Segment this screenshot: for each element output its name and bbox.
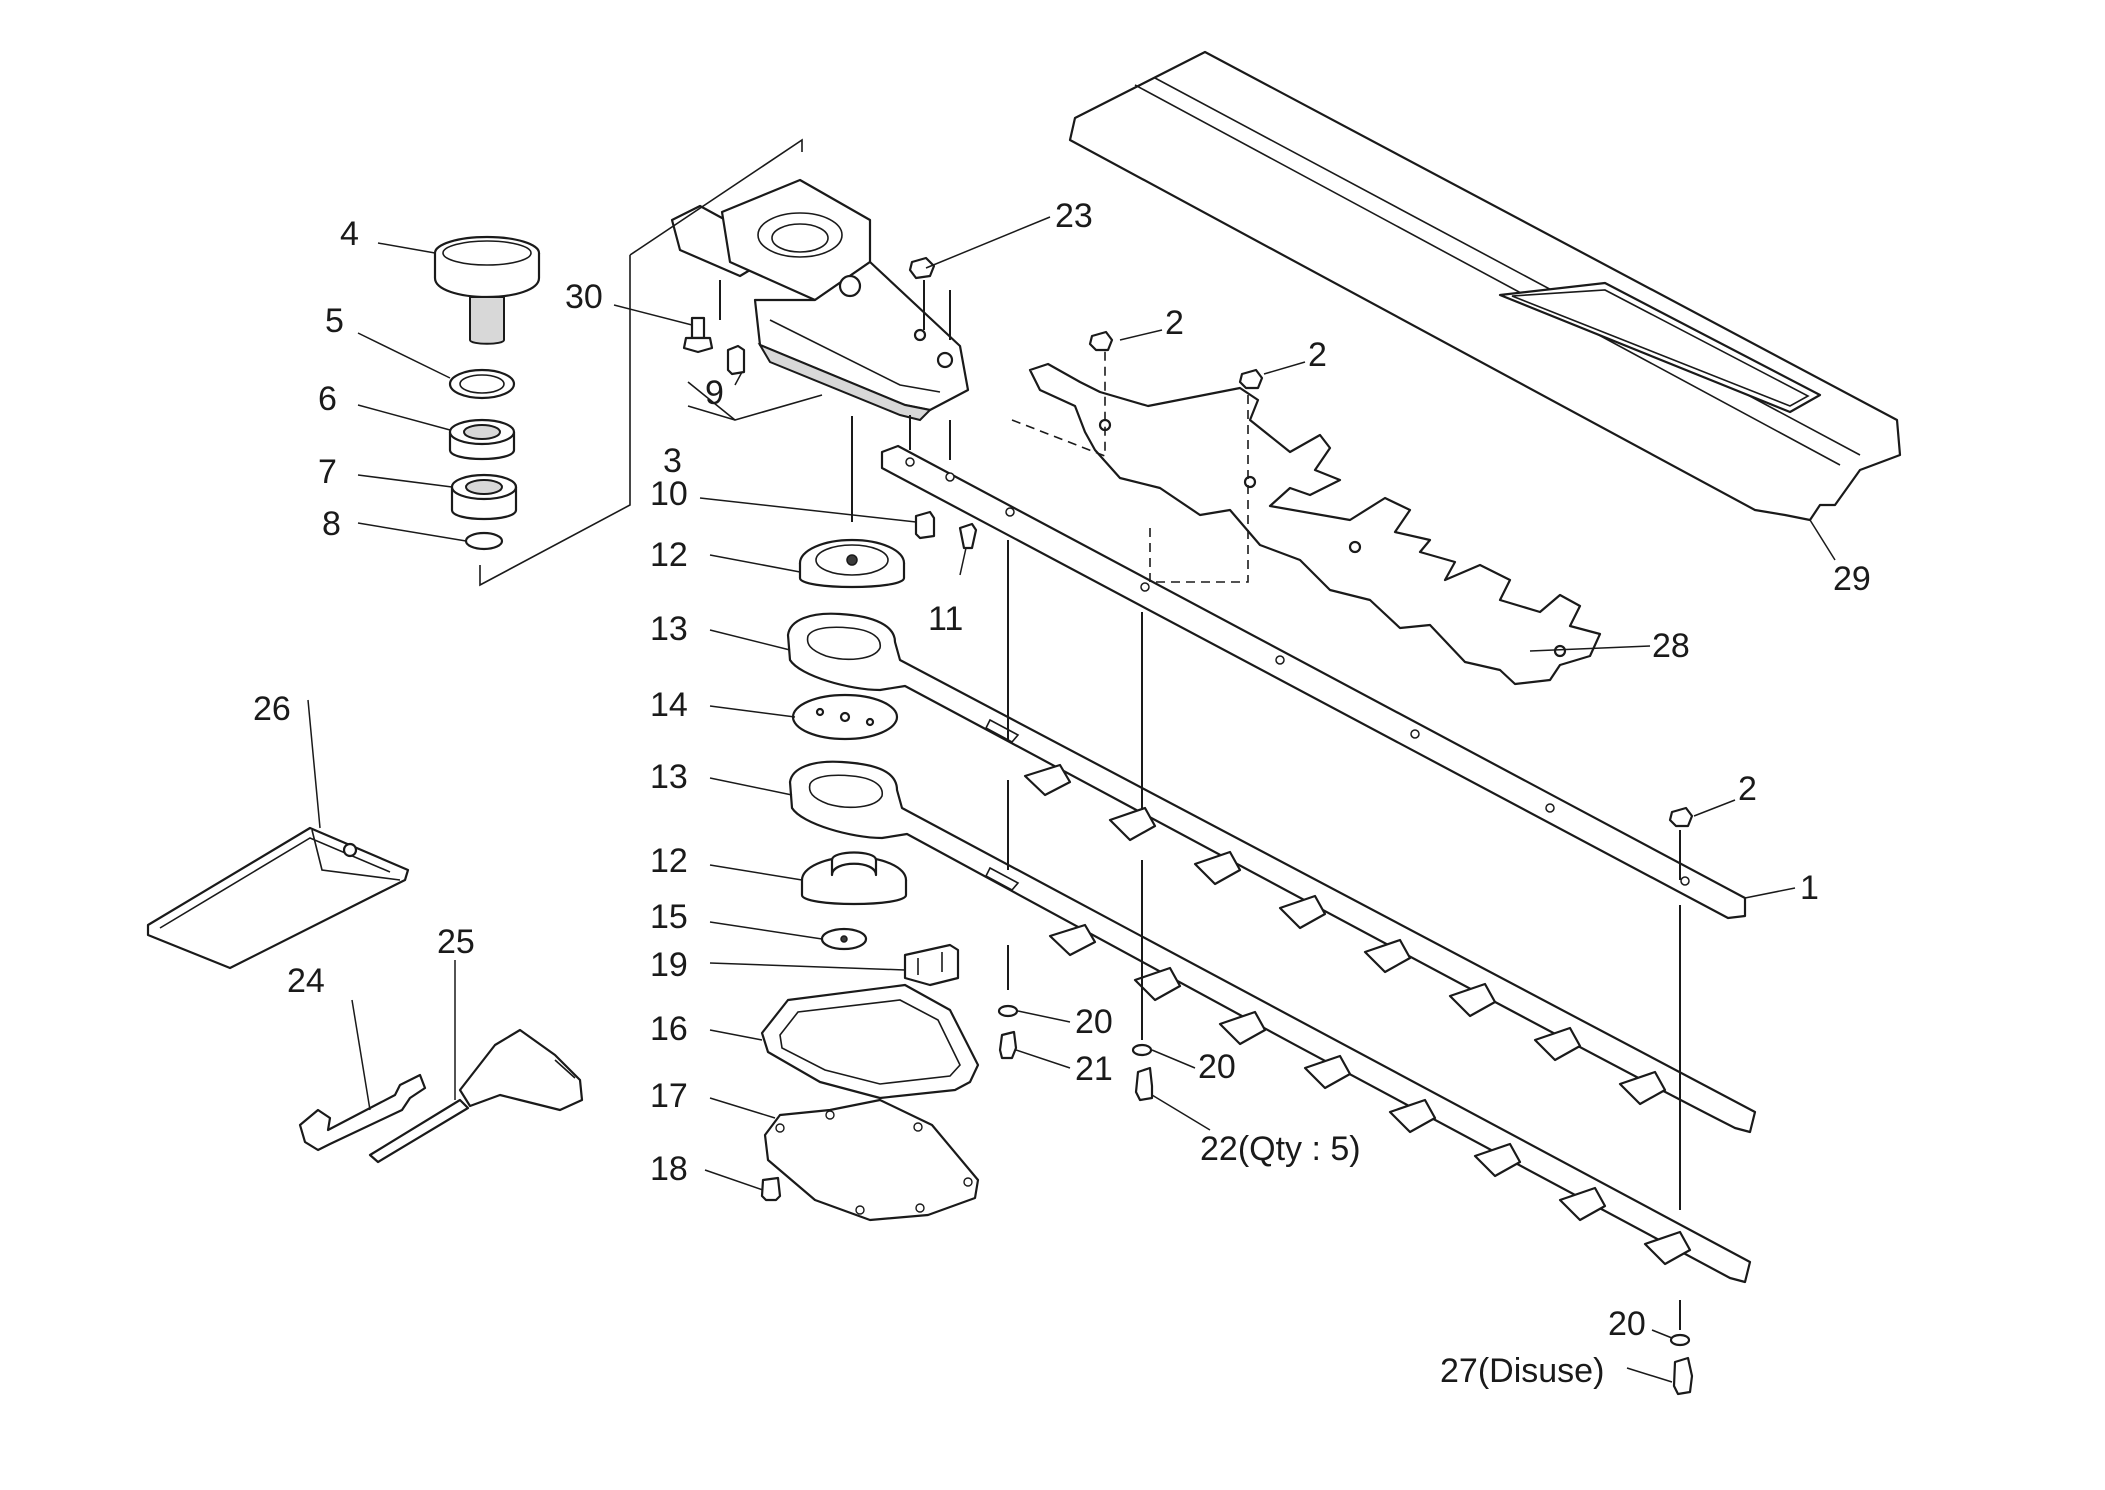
circlip-part-5 <box>448 368 516 400</box>
callout-20a: 20 <box>1075 1003 1113 1041</box>
callout-3: 3 <box>663 442 682 480</box>
grease-fitting-part-9 <box>726 344 746 376</box>
screw-part-18 <box>760 1176 782 1202</box>
clutch-drum-part-4 <box>433 235 541 345</box>
callout-7: 7 <box>318 453 337 491</box>
gasket-part-16 <box>760 983 980 1100</box>
callout-23: 23 <box>1055 197 1093 235</box>
nut-part-23 <box>908 256 936 280</box>
callout-18: 18 <box>650 1150 688 1188</box>
gear-part-12-lower <box>800 851 908 906</box>
callout-2a: 2 <box>1165 304 1184 342</box>
assembly-bracket-line <box>479 138 803 587</box>
upper-blade-part-13 <box>786 612 1757 1134</box>
callout-14: 14 <box>650 686 688 724</box>
callout-13a: 13 <box>650 610 688 648</box>
washer-part-20c <box>1669 1333 1691 1347</box>
bolt-part-27 <box>1672 1356 1694 1396</box>
bracket-part-19 <box>903 943 960 987</box>
bolt-part-21 <box>998 1030 1018 1060</box>
bearing-part-7 <box>450 473 518 521</box>
washer-part-20b <box>1131 1043 1153 1057</box>
callout-20b: 20 <box>1198 1048 1236 1086</box>
circlip-part-8 <box>464 531 504 551</box>
callout-30: 30 <box>565 278 603 316</box>
callout-24: 24 <box>287 962 325 1000</box>
callout-8: 8 <box>322 505 341 543</box>
callout-2b: 2 <box>1308 336 1327 374</box>
callout-12a: 12 <box>650 536 688 574</box>
box-wrench-part-25 <box>368 1028 584 1164</box>
callout-2c: 2 <box>1738 770 1757 808</box>
bolt-part-22 <box>1134 1066 1154 1102</box>
gear-case-part-3 <box>670 178 970 422</box>
callout-28: 28 <box>1652 627 1690 665</box>
callout-15: 15 <box>650 898 688 936</box>
cover-part-17 <box>763 1098 980 1222</box>
nut-part-2a <box>1088 330 1114 352</box>
callout-29: 29 <box>1833 560 1871 598</box>
assembly-axis-lines <box>719 280 1681 1330</box>
guard-plate-part-28 <box>1028 362 1602 686</box>
callout-27: 27(Disuse) <box>1440 1352 1604 1390</box>
nut-part-2b <box>1238 368 1264 390</box>
callout-10: 10 <box>650 475 688 513</box>
bearing-part-6 <box>448 418 516 461</box>
callout-21: 21 <box>1075 1050 1113 1088</box>
callout-12b: 12 <box>650 842 688 880</box>
callout-6: 6 <box>318 380 337 418</box>
callout-11: 11 <box>928 600 963 638</box>
disc-part-14 <box>791 693 899 741</box>
callout-19: 19 <box>650 946 688 984</box>
callout-9: 9 <box>705 374 724 412</box>
wrench-part-24 <box>298 1073 427 1152</box>
tool-bag-part-26 <box>146 826 410 970</box>
screw-part-11 <box>958 522 978 550</box>
nut-part-2c <box>1668 806 1694 828</box>
callout-4: 4 <box>340 215 359 253</box>
callout-17: 17 <box>650 1077 688 1115</box>
washer-part-20a <box>997 1004 1019 1018</box>
lower-blade-part-13 <box>788 760 1752 1284</box>
washer-part-15 <box>820 927 868 951</box>
callout-22: 22(Qty : 5) <box>1200 1130 1361 1168</box>
callout-13b: 13 <box>650 758 688 796</box>
bolt-part-10 <box>914 510 936 540</box>
callout-20c: 20 <box>1608 1305 1646 1343</box>
gear-part-12-upper <box>798 538 906 589</box>
leader-lines <box>307 216 1836 1383</box>
blade-cover-part-29 <box>1068 50 1902 522</box>
reinforcing-plate-part-1 <box>880 444 1747 920</box>
callout-1: 1 <box>1800 869 1819 907</box>
callout-5: 5 <box>325 302 344 340</box>
callout-16: 16 <box>650 1010 688 1048</box>
screw-part-30 <box>682 316 714 354</box>
callout-25: 25 <box>437 923 475 961</box>
callout-26: 26 <box>253 690 291 728</box>
callout-labels: 1 2 2 2 3 4 5 6 7 8 9 10 11 12 12 13 13 … <box>253 197 1871 1390</box>
